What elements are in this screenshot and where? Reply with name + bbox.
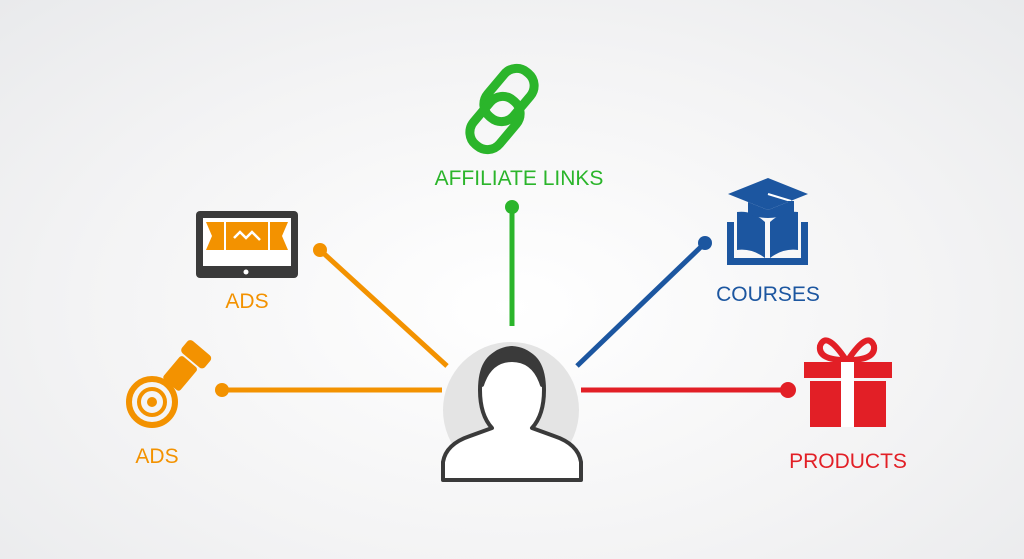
chain-link-icon [465, 63, 539, 155]
connector-courses [575, 236, 712, 368]
connector-affiliate [505, 200, 519, 326]
node-label-ads-display: ADS [225, 290, 268, 313]
node-label-ads-target: ADS [135, 445, 178, 468]
node-label-courses: COURSES [716, 283, 820, 306]
monitor-banner-icon [196, 211, 298, 278]
person-icon [441, 346, 583, 482]
node-label-products: PRODUCTS [789, 450, 907, 473]
connector-ads-display [313, 243, 449, 368]
gift-icon [804, 337, 892, 427]
connector-products [581, 382, 796, 398]
graduation-book-icon [727, 178, 808, 265]
hub [441, 342, 583, 482]
flashlight-target-icon [126, 340, 212, 428]
node-label-affiliate: AFFILIATE LINKS [435, 167, 604, 190]
connector-ads-target [215, 383, 442, 397]
